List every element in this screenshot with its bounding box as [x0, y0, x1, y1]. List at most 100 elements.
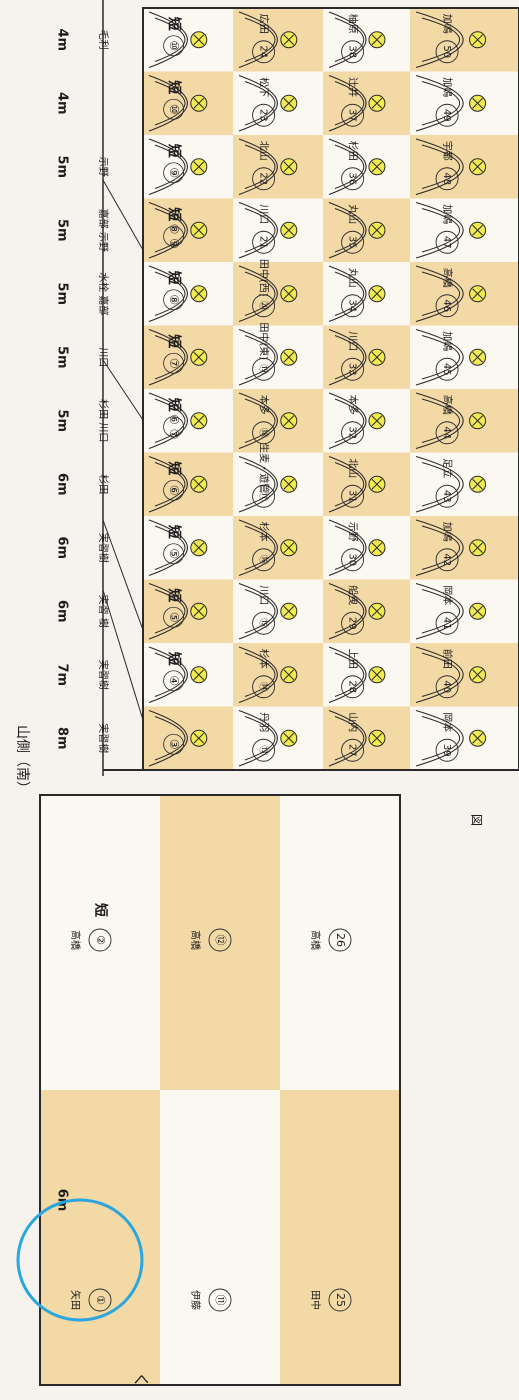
plant-row-curve — [334, 271, 365, 316]
lamp-cross-mark — [371, 34, 383, 46]
plot-number-ring — [163, 162, 185, 184]
lamp-cross-mark — [193, 542, 205, 554]
plot-owner-name: 示野 — [347, 522, 359, 542]
plant-row-curve — [154, 462, 186, 507]
row-owner-label: 杉田 — [97, 474, 110, 494]
plant-row-curve — [238, 11, 278, 69]
plant-row-curve — [421, 81, 460, 126]
row-owner-label: 実習樹 — [97, 660, 110, 690]
plot-cell — [40, 795, 160, 1090]
distance-label: 5m — [55, 219, 70, 242]
plant-row-curve — [328, 646, 367, 704]
plot-cell — [233, 71, 323, 135]
plot-number-ring — [252, 738, 276, 762]
short-tree-mark: 短 — [166, 334, 183, 348]
lamp-cross-mark — [371, 351, 383, 363]
plot-number: ⑨ — [167, 167, 181, 178]
plot-cell — [233, 452, 323, 516]
plot-number-ring — [435, 103, 459, 127]
plot-owner-name: 岡本 — [441, 585, 454, 605]
plot-owner-name: 加嶋 — [441, 14, 454, 34]
plot-cell — [280, 1090, 400, 1385]
plant-row-curve — [244, 525, 276, 570]
lamp-cross-mark — [371, 224, 383, 236]
plot-number: 21 — [258, 236, 269, 249]
distance-label: 6m — [55, 600, 70, 623]
plot-number-ring — [435, 611, 459, 635]
plot-number-ring — [435, 357, 459, 381]
lamp-cross-mark — [472, 97, 483, 109]
plant-row-curve — [238, 74, 278, 132]
plot-number: 22 — [258, 172, 269, 185]
plot-number: 27 — [347, 744, 358, 757]
plot-number: ⑫ — [214, 935, 227, 946]
lamp-cross-mark — [472, 478, 483, 490]
plant-row-curve — [238, 201, 278, 259]
plot-number-ring — [252, 484, 276, 508]
plant-row-curve — [334, 589, 365, 634]
plant-row-curve — [154, 716, 186, 761]
plot-number: ⑧ — [167, 294, 181, 305]
plant-row-curve — [154, 589, 186, 634]
plot-owner-name: 丹羽 — [258, 712, 270, 732]
lamp-cross-mark — [193, 415, 205, 427]
lamp-cross-mark — [371, 288, 383, 300]
plot-cell — [410, 135, 519, 199]
plot-number: 31 — [347, 490, 358, 503]
plot-cell — [143, 198, 233, 262]
plant-row-curve — [334, 462, 365, 507]
plant-row-curve — [238, 519, 278, 577]
plant-row-curve — [244, 208, 276, 253]
lead-line — [102, 359, 144, 421]
plant-row-curve — [328, 11, 367, 69]
plot-number: 28 — [347, 680, 358, 693]
plant-row-curve — [244, 81, 276, 126]
plant-row-curve — [238, 138, 278, 196]
plot-owner-name: 宇都 — [441, 141, 454, 161]
plant-row-curve — [154, 398, 186, 443]
plot-number: ⑥ — [167, 485, 181, 496]
lamp-cross-mark — [371, 478, 383, 490]
lamp-cross-mark — [283, 478, 295, 490]
lamp-cross-mark — [283, 97, 295, 109]
plant-row-curve — [238, 455, 278, 513]
plot-cell — [143, 579, 233, 643]
plant-row-curve — [154, 17, 186, 62]
plant-row-curve — [334, 398, 365, 443]
plot-owner-name: 加嶋 — [441, 77, 454, 97]
lamp-cross-mark — [193, 34, 205, 46]
plant-row-curve — [328, 265, 367, 323]
distance-label: 4m — [55, 92, 70, 115]
plot-number: 30 — [347, 553, 358, 566]
plot-owner-name: 川口 — [347, 331, 358, 351]
plot-cell — [143, 706, 233, 770]
lamp-cross-mark — [472, 605, 483, 617]
plant-row-curve — [415, 74, 464, 132]
plot-number-ring — [328, 1288, 352, 1312]
plant-row-curve — [148, 455, 188, 513]
plot-owner-name: 川口 — [258, 585, 269, 605]
plot-owner-name: 上田 — [347, 649, 359, 669]
plot-number-ring — [341, 675, 365, 699]
lamp-cross-mark — [371, 415, 383, 427]
plant-row-curve — [148, 519, 188, 577]
plant-row-curve — [148, 582, 188, 640]
plant-row-curve — [334, 208, 365, 253]
lamp-cross-mark — [472, 351, 483, 363]
plot-number: ⑳ — [258, 301, 270, 311]
plot-number-ring — [163, 35, 185, 57]
short-tree-mark: 短 — [166, 588, 183, 602]
plot-number-ring — [341, 421, 365, 445]
plant-row-curve — [334, 81, 365, 126]
plot-cell — [143, 325, 233, 389]
plant-row-curve — [244, 716, 276, 761]
plant-row-curve — [415, 455, 464, 513]
plot-number: 48 — [441, 172, 452, 185]
plant-row-curve — [148, 265, 188, 323]
plot-number: 29 — [347, 617, 358, 630]
plant-row-curve — [244, 462, 276, 507]
plant-row-curve — [154, 144, 186, 189]
plot-owner-name: 本多 — [347, 395, 360, 415]
plant-row-curve — [421, 525, 460, 570]
plant-row-curve — [154, 652, 186, 697]
